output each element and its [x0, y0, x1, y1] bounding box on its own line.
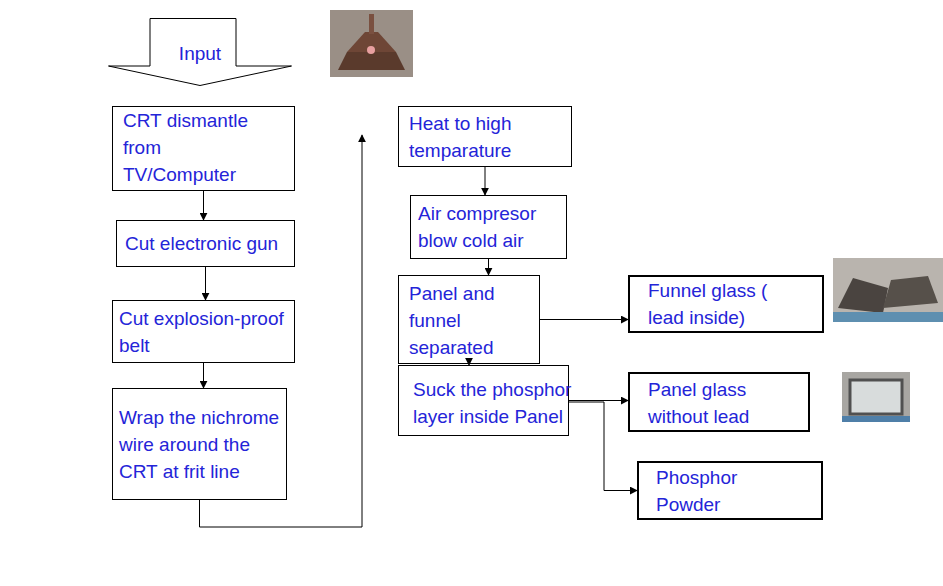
node-text: Panel glass without lead	[648, 376, 798, 430]
process-box: Suck the phosphor layer inside Panel	[398, 365, 569, 436]
input-arrow-shape	[109, 19, 292, 86]
flow-connector	[203, 191, 204, 220]
flow-connector	[469, 364, 470, 365]
node-text: Wrap the nichrome wire around the CRT at…	[119, 404, 287, 485]
node-text: Cut electronic gun	[125, 230, 295, 257]
node-text: Suck the phosphor layer inside Panel	[413, 376, 573, 430]
crt-photo	[330, 10, 413, 77]
node-text: Funnel glass ( lead inside)	[648, 277, 808, 331]
node-text: CRT dismantle from TV/Computer	[123, 107, 263, 188]
process-box: Cut explosion-proof belt	[112, 300, 295, 363]
flow-connector	[540, 319, 628, 320]
output-box: Funnel glass ( lead inside)	[628, 275, 824, 333]
node-text: Panel and funnel separated	[409, 280, 540, 361]
flow-connector	[200, 135, 363, 527]
flow-connector	[569, 400, 628, 401]
process-box: Heat to high temparature	[398, 106, 572, 167]
output-box: Panel glass without lead	[628, 372, 810, 432]
process-box: Air compresor blow cold air	[410, 195, 567, 259]
flow-connector	[569, 402, 637, 491]
node-text: Cut explosion-proof belt	[119, 305, 294, 359]
node-text: Air compresor blow cold air	[418, 200, 566, 254]
flow-connector	[488, 259, 489, 275]
input-arrow: Input	[108, 18, 292, 86]
node-text: Input	[108, 40, 292, 67]
panel-glass-photo	[842, 372, 910, 422]
funnel-glass-photo	[833, 258, 943, 322]
output-box: Phosphor Powder	[637, 461, 823, 520]
node-text: Heat to high temparature	[409, 110, 569, 164]
process-box: Panel and funnel separated	[398, 275, 540, 364]
process-box: CRT dismantle from TV/Computer	[112, 106, 295, 191]
process-box: Cut electronic gun	[116, 220, 295, 267]
flow-connector	[205, 267, 206, 300]
flow-connector	[485, 167, 486, 195]
node-text: Phosphor Powder	[656, 464, 776, 518]
flow-connector	[203, 363, 204, 388]
process-box: Wrap the nichrome wire around the CRT at…	[112, 388, 287, 500]
